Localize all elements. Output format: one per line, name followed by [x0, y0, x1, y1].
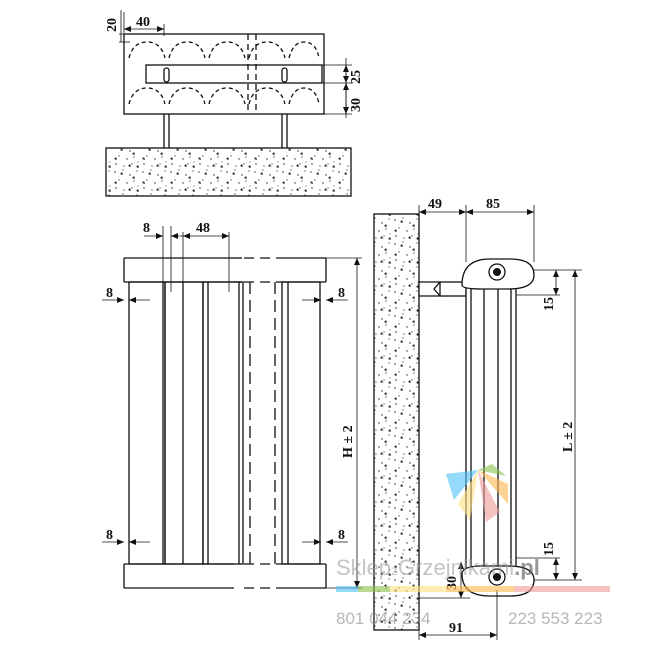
dim-front-tube: 8: [143, 221, 150, 236]
dim-front-height: H ± 2: [341, 425, 356, 458]
tube-2: [164, 281, 204, 565]
watermark-brand-2: z: [391, 562, 398, 578]
dim-front-spacing: 48: [196, 221, 210, 236]
tube-4: [281, 281, 321, 565]
dim-front-edge-rt: 8: [338, 286, 345, 301]
dim-side-depth: 85: [486, 197, 500, 212]
dim-front-edge-rb: 8: [338, 528, 345, 543]
watermark-bar-5: [514, 586, 610, 592]
dim-top-rim: 30: [349, 98, 364, 112]
dim-top-pitch: 40: [136, 15, 150, 30]
watermark-logo-icon: [446, 464, 508, 522]
slot: [145, 64, 323, 84]
bracket-outline: [123, 33, 325, 115]
dim-top-slot: 25: [349, 70, 364, 84]
watermark-bar-1: [336, 586, 358, 592]
wall-block-side: [373, 213, 420, 631]
dim-side-length: L ± 2: [561, 422, 576, 452]
dim-side-top-offset: 15: [542, 297, 557, 311]
side-tube-front: [465, 269, 485, 581]
watermark-brand-1: Sklep: [336, 555, 391, 580]
side-tube-back: [497, 269, 517, 581]
tube-3: [202, 281, 244, 565]
wall-block-top: [105, 147, 352, 197]
dim-side-axis: 91: [449, 621, 463, 636]
watermark-phone-right: 223 553 223: [508, 609, 603, 628]
pin-left: [163, 67, 170, 83]
watermark-phone-left: 801 044 234: [336, 609, 431, 628]
watermark: SklepzGrzejnikami.pl 801 044 234 223 553…: [336, 464, 610, 628]
watermark-brand-3: Grzejnikami: [398, 555, 514, 580]
pin-right: [281, 67, 288, 83]
dim-side-bottom-offset: 15: [542, 542, 557, 556]
front-view: [102, 226, 362, 589]
dim-front-edge-lt: 8: [106, 286, 113, 301]
watermark-bar-3: [390, 586, 446, 592]
tube-1: [128, 281, 166, 565]
top-lugs: [128, 41, 320, 59]
svg-text:SklepzGrzejnikami.pl: SklepzGrzejnikami.pl: [336, 555, 540, 580]
watermark-brand-tld: .pl: [514, 555, 540, 580]
dim-front-edge-lb: 8: [106, 528, 113, 543]
top-view: [105, 10, 352, 197]
bottom-lugs: [128, 87, 320, 105]
watermark-bar-2: [358, 586, 390, 592]
dim-top-offset: 20: [105, 18, 120, 32]
dim-side-wall-gap: 49: [428, 197, 442, 212]
watermark-bar-4: [446, 586, 514, 592]
